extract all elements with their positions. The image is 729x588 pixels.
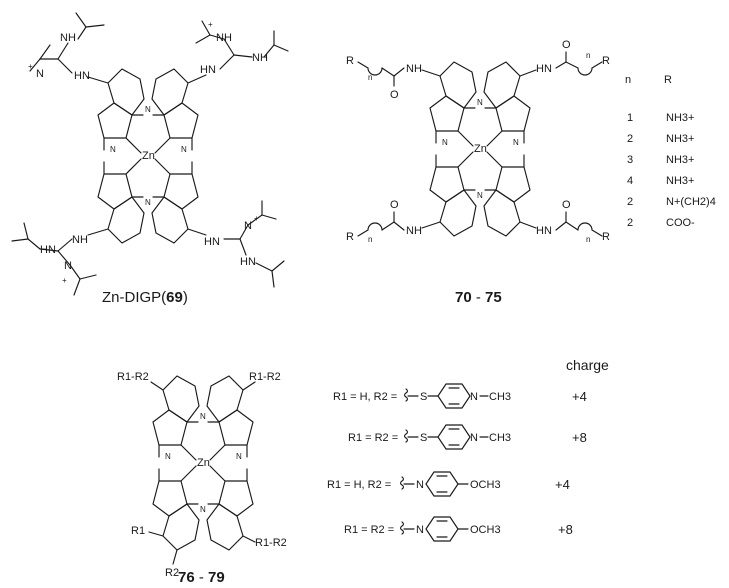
- zn-digp-nh-label: NH: [72, 234, 88, 246]
- pyridinium-variant-row: R1 = R2 = S N CH3 +8: [348, 424, 587, 450]
- zn-digp-nh-label: NH: [252, 52, 268, 64]
- amide-r-label: R: [602, 55, 610, 67]
- amide-substituent-table: n R 1 NH3+ 2 NH3+ 3 NH3+ 4 NH3+ 2 N+(CH2…: [625, 74, 716, 229]
- amide-o-label: O: [390, 89, 399, 101]
- pyridinium-corner-label: R1-R2: [249, 371, 281, 383]
- table-header-r: R: [664, 74, 672, 86]
- zn-digp-nh-label: NH: [60, 32, 76, 44]
- amide-n-index: n: [586, 235, 590, 244]
- table-cell-n: 2: [627, 133, 633, 145]
- zn-digp-nh-label: NH: [216, 32, 232, 44]
- variant-ring-n: N: [416, 524, 424, 536]
- amide-n-index: n: [368, 73, 372, 82]
- amide-n-index: n: [368, 235, 372, 244]
- pyridinium-bridge-n: N: [165, 452, 171, 461]
- zn-digp-bridge-n: N: [145, 198, 151, 207]
- table-cell-n: 2: [627, 196, 633, 208]
- zn-digp-charge: +: [62, 276, 67, 285]
- amide-series-structure: Zn N N N N NH O R n: [346, 39, 610, 244]
- amide-metal-label: Zn: [474, 143, 487, 155]
- charge-header: charge: [566, 357, 609, 373]
- pyridinium-corner-label: R1-R2: [255, 537, 287, 549]
- variant-charge: +4: [572, 389, 587, 404]
- zn-digp-charge: +: [28, 62, 33, 71]
- zn-digp-n-label: N: [244, 220, 252, 232]
- zn-digp-n-label: N: [64, 260, 72, 272]
- amide-nh-label: NH: [406, 225, 422, 237]
- variant-substituents: R1 = H, R2 =: [327, 479, 391, 491]
- table-cell-r: NH3+: [666, 112, 694, 124]
- variant-ring-n: N: [470, 391, 478, 403]
- amide-bridge-n: N: [513, 138, 519, 147]
- amide-bridge-n: N: [477, 191, 483, 200]
- table-cell-r: NH3+: [666, 154, 694, 166]
- variant-linker: S: [420, 432, 427, 444]
- variant-charge: +8: [572, 430, 587, 445]
- amide-hn-label: HN: [536, 225, 552, 237]
- variant-ring-n: N: [416, 479, 424, 491]
- table-cell-n: 2: [627, 217, 633, 229]
- table-cell-r: N+(CH2)4: [666, 196, 716, 208]
- amide-o-label: O: [562, 199, 571, 211]
- table-cell-n: 3: [627, 154, 633, 166]
- variant-linker: S: [420, 391, 427, 403]
- zn-digp-hn-label: HN: [200, 64, 216, 76]
- amide-n-index: n: [586, 51, 590, 60]
- table-cell-r: NH3+: [666, 175, 694, 187]
- pyridinium-series-caption: 76 - 79: [178, 569, 225, 586]
- table-cell-n: 4: [627, 175, 633, 187]
- variant-charge: +8: [558, 522, 573, 537]
- amide-bridge-n: N: [477, 98, 483, 107]
- zn-digp-structure: Zn N N N N: [11, 12, 289, 296]
- pyridinium-corner-label: R1-R2: [117, 371, 149, 383]
- pyridinium-bridge-n: N: [200, 412, 206, 421]
- variant-tail: CH3: [489, 391, 511, 403]
- zn-digp-caption: Zn-DIGP(69): [102, 289, 188, 306]
- zn-digp-metal-label: Zn: [142, 150, 155, 162]
- pyridinium-variant-row: R1 = H, R2 = N OCH3 +4: [327, 471, 570, 497]
- table-header-n: n: [625, 74, 631, 86]
- zn-digp-hn-label: HN: [40, 244, 56, 256]
- pyridinium-series-structure: Zn N N N N R1-R2 R1-R2 R1 R2 R1-R2: [117, 371, 287, 579]
- table-cell-r: NH3+: [666, 133, 694, 145]
- variant-substituents: R1 = R2 =: [348, 432, 398, 444]
- amide-r-label: R: [346, 55, 354, 67]
- pyridinium-corner-label: R2: [165, 567, 179, 579]
- zn-digp-bridge-n: N: [145, 105, 151, 114]
- variant-tail: OCH3: [470, 479, 501, 491]
- pyridinium-metal-label: Zn: [197, 457, 210, 469]
- amide-hn-label: HN: [536, 63, 552, 75]
- amide-o-label: O: [562, 39, 571, 51]
- zn-digp-bridge-n: N: [181, 145, 187, 154]
- pyridinium-bridge-n: N: [236, 452, 242, 461]
- variant-substituents: R1 = H, R2 =: [333, 391, 397, 403]
- zn-digp-n-label: N: [36, 68, 44, 80]
- zn-digp-bridge-n: N: [110, 145, 116, 154]
- amide-r-label: R: [602, 231, 610, 243]
- variant-charge: +4: [555, 477, 570, 492]
- amide-nh-label: NH: [406, 63, 422, 75]
- zn-digp-charge: +: [254, 214, 259, 223]
- zn-digp-hn-label: HN: [240, 256, 256, 268]
- variant-substituents: R1 = R2 =: [344, 524, 394, 536]
- amide-r-label: R: [346, 231, 354, 243]
- pyridinium-variant-row: R1 = H, R2 = S N CH3 +4: [333, 383, 587, 409]
- pyridinium-variant-row: R1 = R2 = N OCH3 +8: [344, 516, 573, 542]
- amide-o-label: O: [390, 199, 399, 211]
- amide-series-caption: 70 - 75: [455, 289, 502, 306]
- table-cell-r: COO-: [666, 217, 695, 229]
- amide-bridge-n: N: [442, 138, 448, 147]
- zn-digp-hn-label: HN: [74, 70, 90, 82]
- variant-tail: OCH3: [470, 524, 501, 536]
- table-cell-n: 1: [627, 112, 633, 124]
- pyridinium-corner-label: R1: [131, 525, 145, 537]
- pyridinium-bridge-n: N: [200, 505, 206, 514]
- variant-ring-n: N: [470, 432, 478, 444]
- variant-tail: CH3: [489, 432, 511, 444]
- zn-digp-charge: +: [208, 20, 213, 29]
- zn-digp-hn-label: HN: [204, 236, 220, 248]
